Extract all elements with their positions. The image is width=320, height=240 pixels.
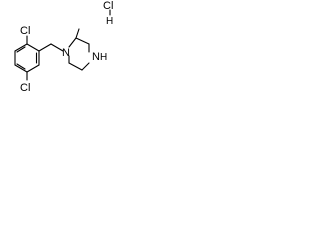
- benzene-double-bond-2: [16, 63, 26, 70]
- piperazine-bond-2: [75, 37, 90, 45]
- benzene-ring: [14, 43, 40, 73]
- molecular-structure-diagram: Cl Cl N N H Cl H: [14, 0, 113, 94]
- cl-top-label: Cl: [20, 25, 30, 37]
- cl-bottom-label: Cl: [20, 82, 30, 94]
- piperazine-ring: [68, 37, 90, 71]
- benzene-bond-3: [26, 64, 40, 73]
- piperazine-bond-4: [81, 62, 90, 71]
- benzene-bond-6: [14, 43, 28, 52]
- n-ring2-label: N: [92, 51, 100, 63]
- hcl-cl-label: Cl: [103, 0, 113, 12]
- benzyl-bond-2: [50, 43, 64, 52]
- hcl-h-label: H: [106, 16, 113, 27]
- benzyl-bond-1: [38, 43, 52, 52]
- piperazine-bond-1: [68, 37, 77, 48]
- methyl-bond: [75, 28, 80, 39]
- n-ring1-label: N: [62, 47, 70, 59]
- n-ring2-h-label: H: [100, 52, 107, 63]
- benzene-double-bond-3: [16, 46, 26, 53]
- benzene-bond-1: [26, 43, 40, 52]
- benzene-bond-4: [14, 64, 28, 73]
- piperazine-bond-5: [68, 62, 83, 71]
